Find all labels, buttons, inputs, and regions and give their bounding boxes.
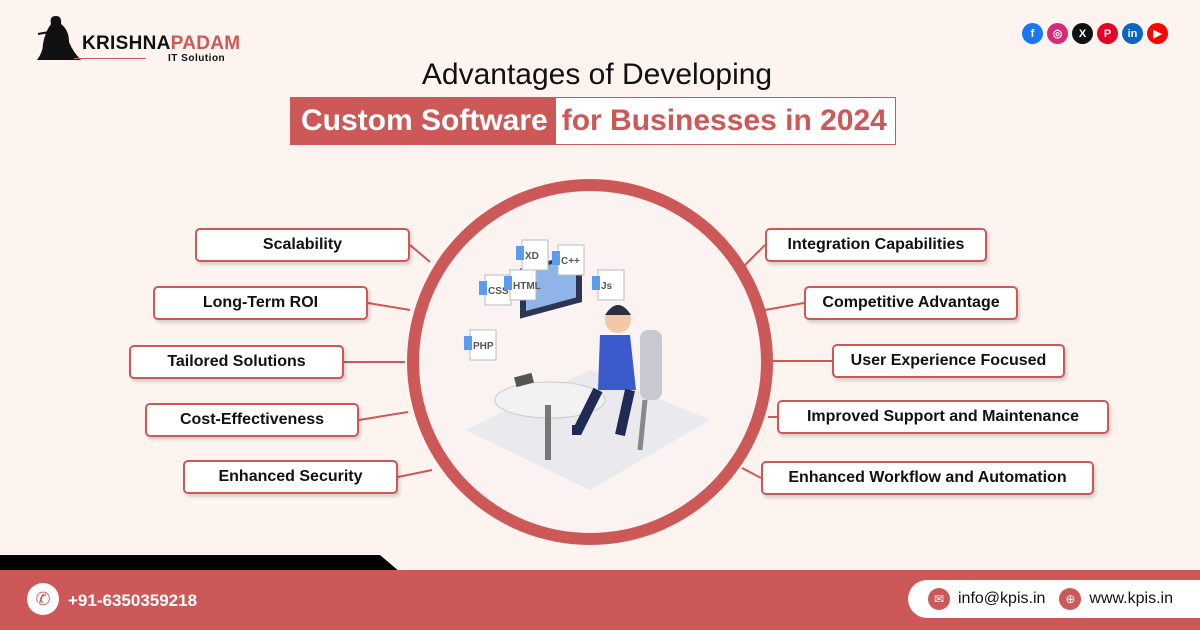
right-benefit-label: Competitive Advantage — [804, 286, 1018, 320]
code-file-icon — [509, 269, 537, 301]
brand-name: KRISHNAPADAM — [82, 33, 241, 54]
linkedin-icon[interactable]: in — [1122, 23, 1143, 44]
email-icon: ✉ — [928, 588, 950, 610]
email-link[interactable]: info@kpis.in — [958, 590, 1046, 607]
right-benefit-label: Improved Support and Maintenance — [777, 400, 1109, 434]
instagram-icon[interactable]: ◎ — [1047, 23, 1068, 44]
left-benefit-label: Enhanced Security — [183, 460, 398, 494]
right-benefit-label: Enhanced Workflow and Automation — [761, 461, 1094, 495]
tech-label: PHP — [473, 341, 494, 352]
title-line1: Advantages of Developing — [421, 58, 773, 91]
phone-icon: ✆ — [27, 583, 59, 615]
left-benefit-label: Cost-Effectiveness — [145, 403, 359, 437]
x-icon[interactable]: X — [1072, 23, 1093, 44]
code-file-icon — [521, 239, 549, 271]
tech-label: HTML — [513, 281, 541, 292]
logo-icon — [37, 16, 81, 60]
left-benefit-label: Tailored Solutions — [129, 345, 344, 379]
globe-icon: ⊕ — [1059, 588, 1082, 610]
title-line2: Custom Software for Businesses in 2024 — [290, 97, 896, 145]
pinterest-icon[interactable]: P — [1097, 23, 1118, 44]
left-benefit-label: Long-Term ROI — [153, 286, 368, 320]
right-benefit-label: Integration Capabilities — [765, 228, 987, 262]
tech-label: CSS — [488, 286, 509, 297]
brand-subtitle: IT Solution — [168, 53, 226, 64]
phone-number[interactable]: +91-6350359218 — [68, 591, 198, 610]
code-file-icon — [469, 329, 497, 361]
code-file-icon — [597, 269, 625, 301]
logo-divider — [74, 58, 146, 59]
website-link[interactable]: www.kpis.in — [1089, 590, 1173, 607]
contact-pill: ✉ info@kpis.in ⊕ www.kpis.in — [908, 580, 1200, 618]
footer-black-band — [0, 555, 400, 572]
title-highlight: Custom Software — [291, 98, 556, 144]
left-benefit-label: Scalability — [195, 228, 410, 262]
tech-label: XD — [525, 251, 539, 262]
tech-label: C++ — [561, 256, 580, 267]
facebook-icon[interactable]: f — [1022, 23, 1043, 44]
tech-label: Js — [601, 281, 613, 292]
right-benefit-label: User Experience Focused — [832, 344, 1065, 378]
title-rest: for Businesses in 2024 — [555, 98, 895, 144]
code-file-icon — [557, 244, 585, 276]
youtube-icon[interactable]: ▶ — [1147, 23, 1168, 44]
